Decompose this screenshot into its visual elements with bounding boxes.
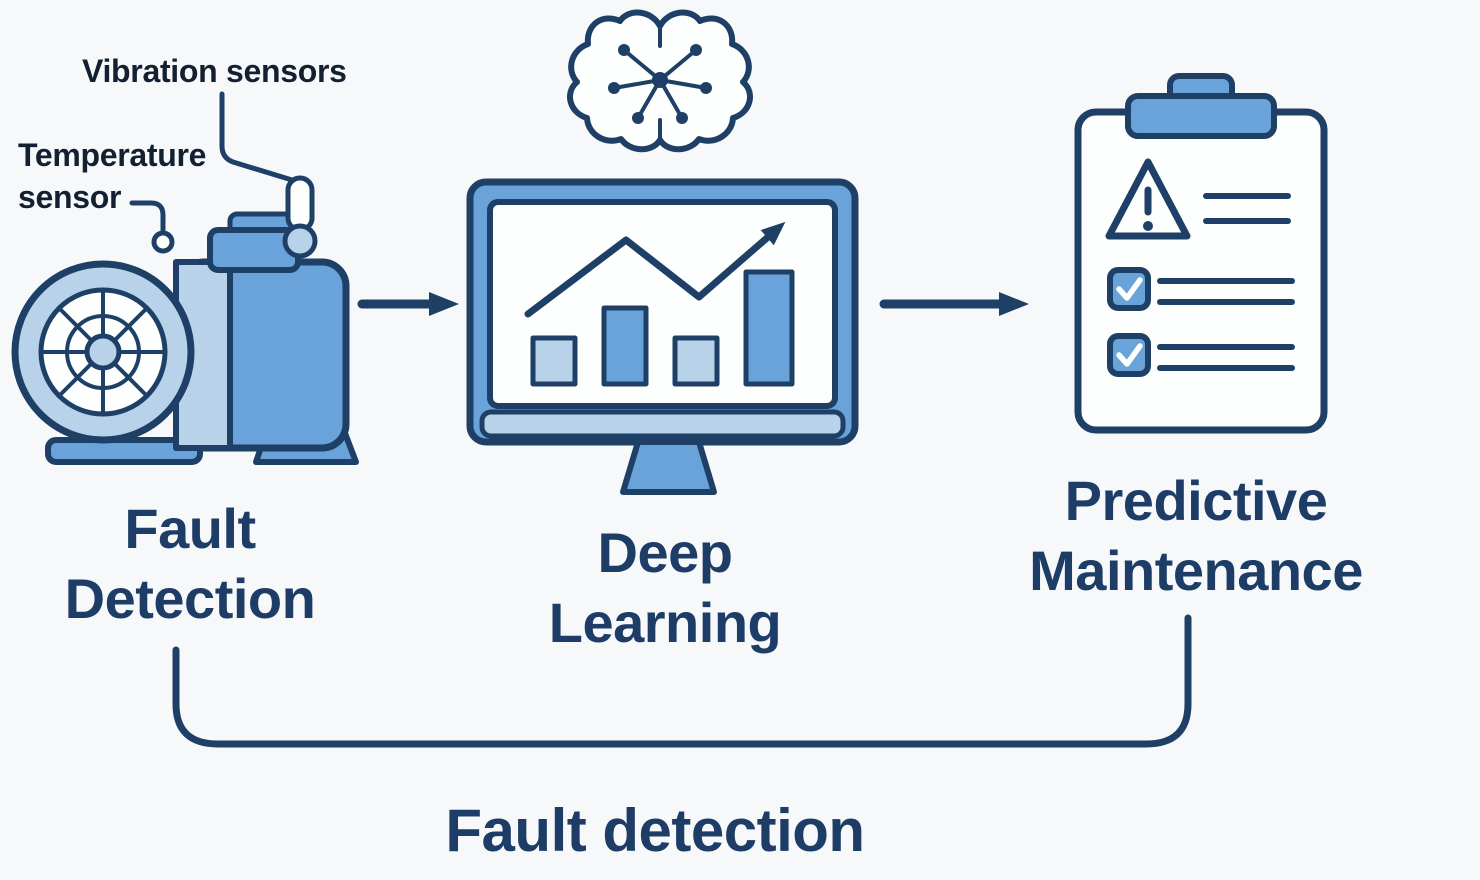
predictive-maintenance-label: Predictive Maintenance	[1029, 469, 1363, 602]
temperature-sensor-label: Temperature sensor	[18, 137, 207, 216]
deep-learning-label: Deep Learning	[548, 521, 782, 654]
warning-text-lines	[1203, 193, 1291, 224]
vibration-sensor-probe	[285, 175, 315, 233]
vibration-sensor-bulb	[282, 223, 318, 259]
analytics-monitor-icon	[466, 178, 859, 495]
grouping-bracket	[172, 614, 1192, 748]
screen-trend-arrow	[524, 221, 786, 318]
checkbox-checked-icon	[1107, 267, 1151, 311]
temperature-sensor-dot	[151, 230, 175, 254]
checklist-row-2	[1107, 333, 1295, 377]
fault-detection-label: Fault Detection	[64, 497, 316, 630]
monitor-stand	[620, 439, 717, 495]
maintenance-checklist-icon	[1074, 73, 1328, 434]
checklist-row-1	[1107, 267, 1295, 311]
brain-network	[608, 44, 712, 124]
clipboard-clip	[1125, 93, 1277, 139]
neural-network-brain-icon	[566, 9, 754, 153]
industrial-motor-icon	[11, 91, 359, 465]
temperature-sensor-leader-line	[129, 200, 166, 233]
vibration-sensor-leader-line	[219, 91, 295, 183]
diagram-caption: Fault detection	[445, 797, 865, 864]
vibration-sensors-label: Vibration sensors	[82, 53, 347, 89]
screen-bar-chart	[530, 269, 795, 387]
warning-triangle-icon	[1105, 158, 1191, 240]
motor-fan-guard	[11, 260, 195, 444]
monitor-bottom-bezel	[479, 409, 846, 439]
checkbox-checked-icon	[1107, 333, 1151, 377]
